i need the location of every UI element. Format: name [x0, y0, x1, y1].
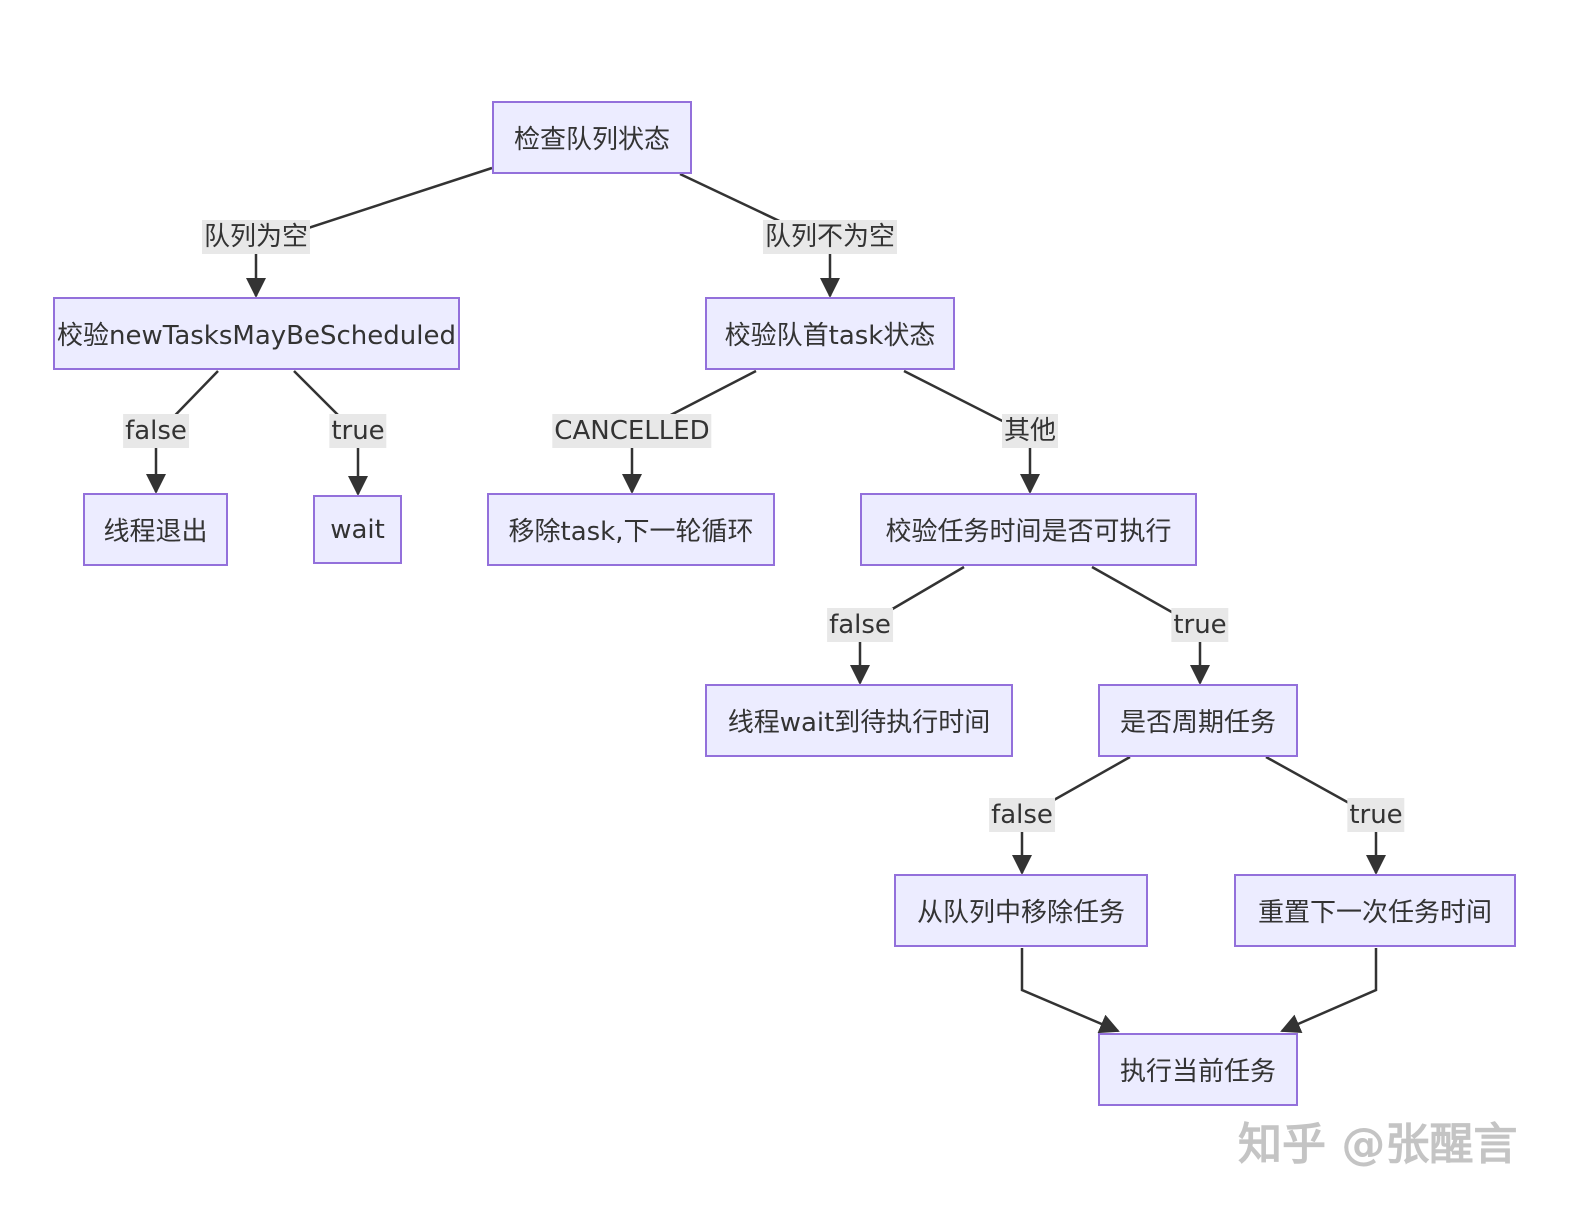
edge-label-new-tasks-false: false — [123, 414, 189, 448]
node-thread-exit: 线程退出 — [83, 493, 228, 566]
node-check-queue: 检查队列状态 — [492, 101, 692, 174]
edge-label-time-false: false — [827, 608, 893, 642]
edge-label-periodic-false: false — [989, 798, 1055, 832]
node-check-new-tasks: 校验newTasksMayBeScheduled — [53, 297, 460, 370]
edge-label-cancelled: CANCELLED — [552, 414, 712, 448]
node-wait: wait — [313, 495, 402, 564]
node-remove-from-queue: 从队列中移除任务 — [894, 874, 1148, 947]
edge-label-queue-empty: 队列为空 — [201, 220, 311, 254]
node-wait-until-time: 线程wait到待执行时间 — [705, 684, 1013, 757]
node-check-head-task: 校验队首task状态 — [705, 297, 955, 370]
edge-reset-to-execute — [1280, 948, 1378, 1033]
node-remove-task-next: 移除task,下一轮循环 — [487, 493, 775, 566]
edge-label-periodic-true: true — [1347, 798, 1405, 832]
node-execute-task: 执行当前任务 — [1098, 1033, 1298, 1106]
edge-label-other: 其他 — [1001, 414, 1059, 448]
node-reset-next-time: 重置下一次任务时间 — [1234, 874, 1516, 947]
watermark: 知乎 @张醒言 — [1238, 1119, 1518, 1170]
edge-remove-to-execute — [1020, 948, 1120, 1034]
edge-label-queue-not-empty: 队列不为空 — [762, 220, 898, 254]
node-check-time: 校验任务时间是否可执行 — [860, 493, 1197, 566]
edge-label-time-true: true — [1171, 608, 1229, 642]
node-is-periodic: 是否周期任务 — [1098, 684, 1298, 757]
edge-label-new-tasks-true: true — [329, 414, 387, 448]
